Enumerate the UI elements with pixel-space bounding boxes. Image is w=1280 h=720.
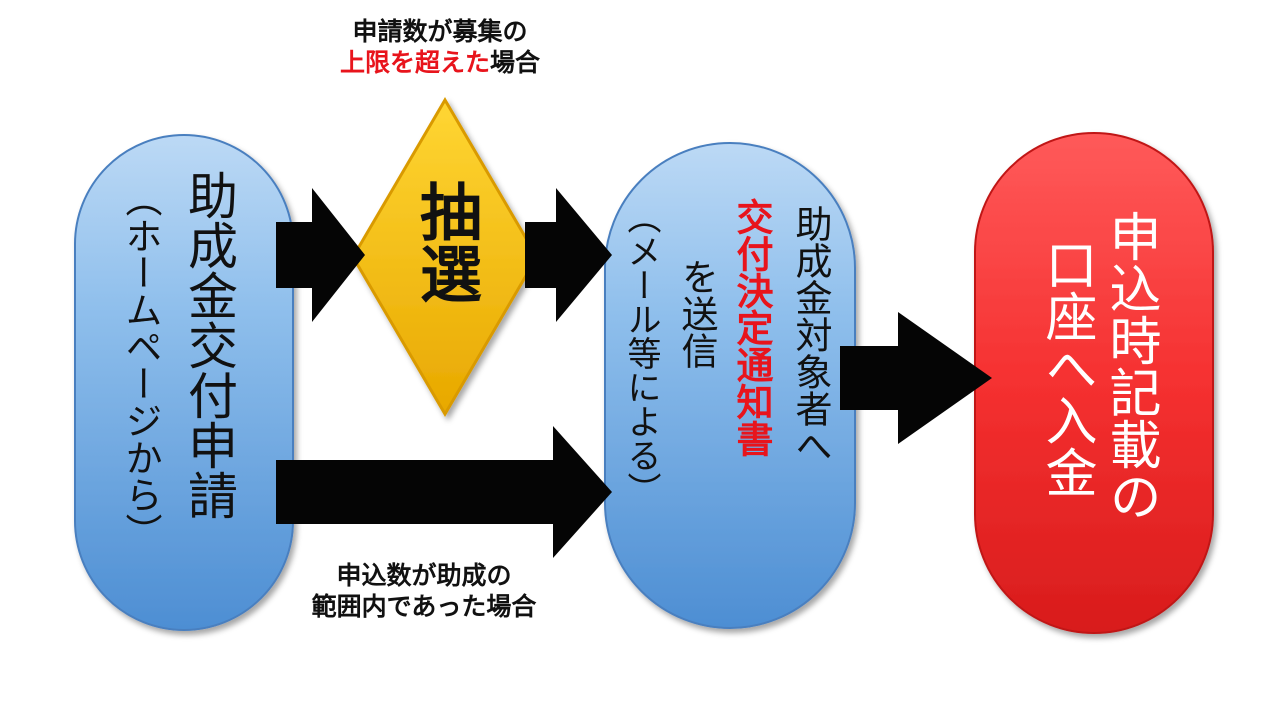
condition-top: 申請数が募集の 上限を超えた場合: [300, 16, 580, 79]
notify-col-target: 助成金対象者へ: [789, 205, 832, 464]
apply-pill: [74, 134, 294, 631]
condition-top-line1: 申請数が募集の: [352, 17, 528, 46]
notify-col-document: 交付決定通知書: [730, 198, 773, 457]
apply-main-label: 助成金交付申請: [180, 170, 238, 520]
arrow-right-icon: [525, 188, 612, 322]
arrow-right-icon: [276, 188, 365, 322]
notify-col-method: （メール等による）: [621, 200, 661, 506]
lottery-diamond: [351, 97, 539, 417]
condition-top-highlight: 上限を超えた: [339, 48, 490, 78]
deposit-col-application: 申込時記載の: [1100, 210, 1160, 522]
condition-top-line2: 上限を超えた場合: [300, 47, 580, 78]
lottery-label: 抽選: [409, 180, 482, 304]
deposit-col-account: 口座へ入金: [1036, 238, 1096, 498]
notify-col-send: を送信: [675, 258, 718, 369]
arrow-right-icon: [276, 426, 612, 558]
arrow-right-icon: [840, 312, 992, 444]
condition-top-suffix: 場合: [490, 48, 541, 78]
condition-bottom-line1: 申込数が助成の: [336, 561, 512, 590]
condition-bottom: 申込数が助成の 範囲内であった場合: [268, 560, 580, 623]
apply-sub-label: （ホームページから）: [119, 180, 162, 550]
condition-bottom-line2: 範囲内であった場合: [311, 592, 537, 622]
